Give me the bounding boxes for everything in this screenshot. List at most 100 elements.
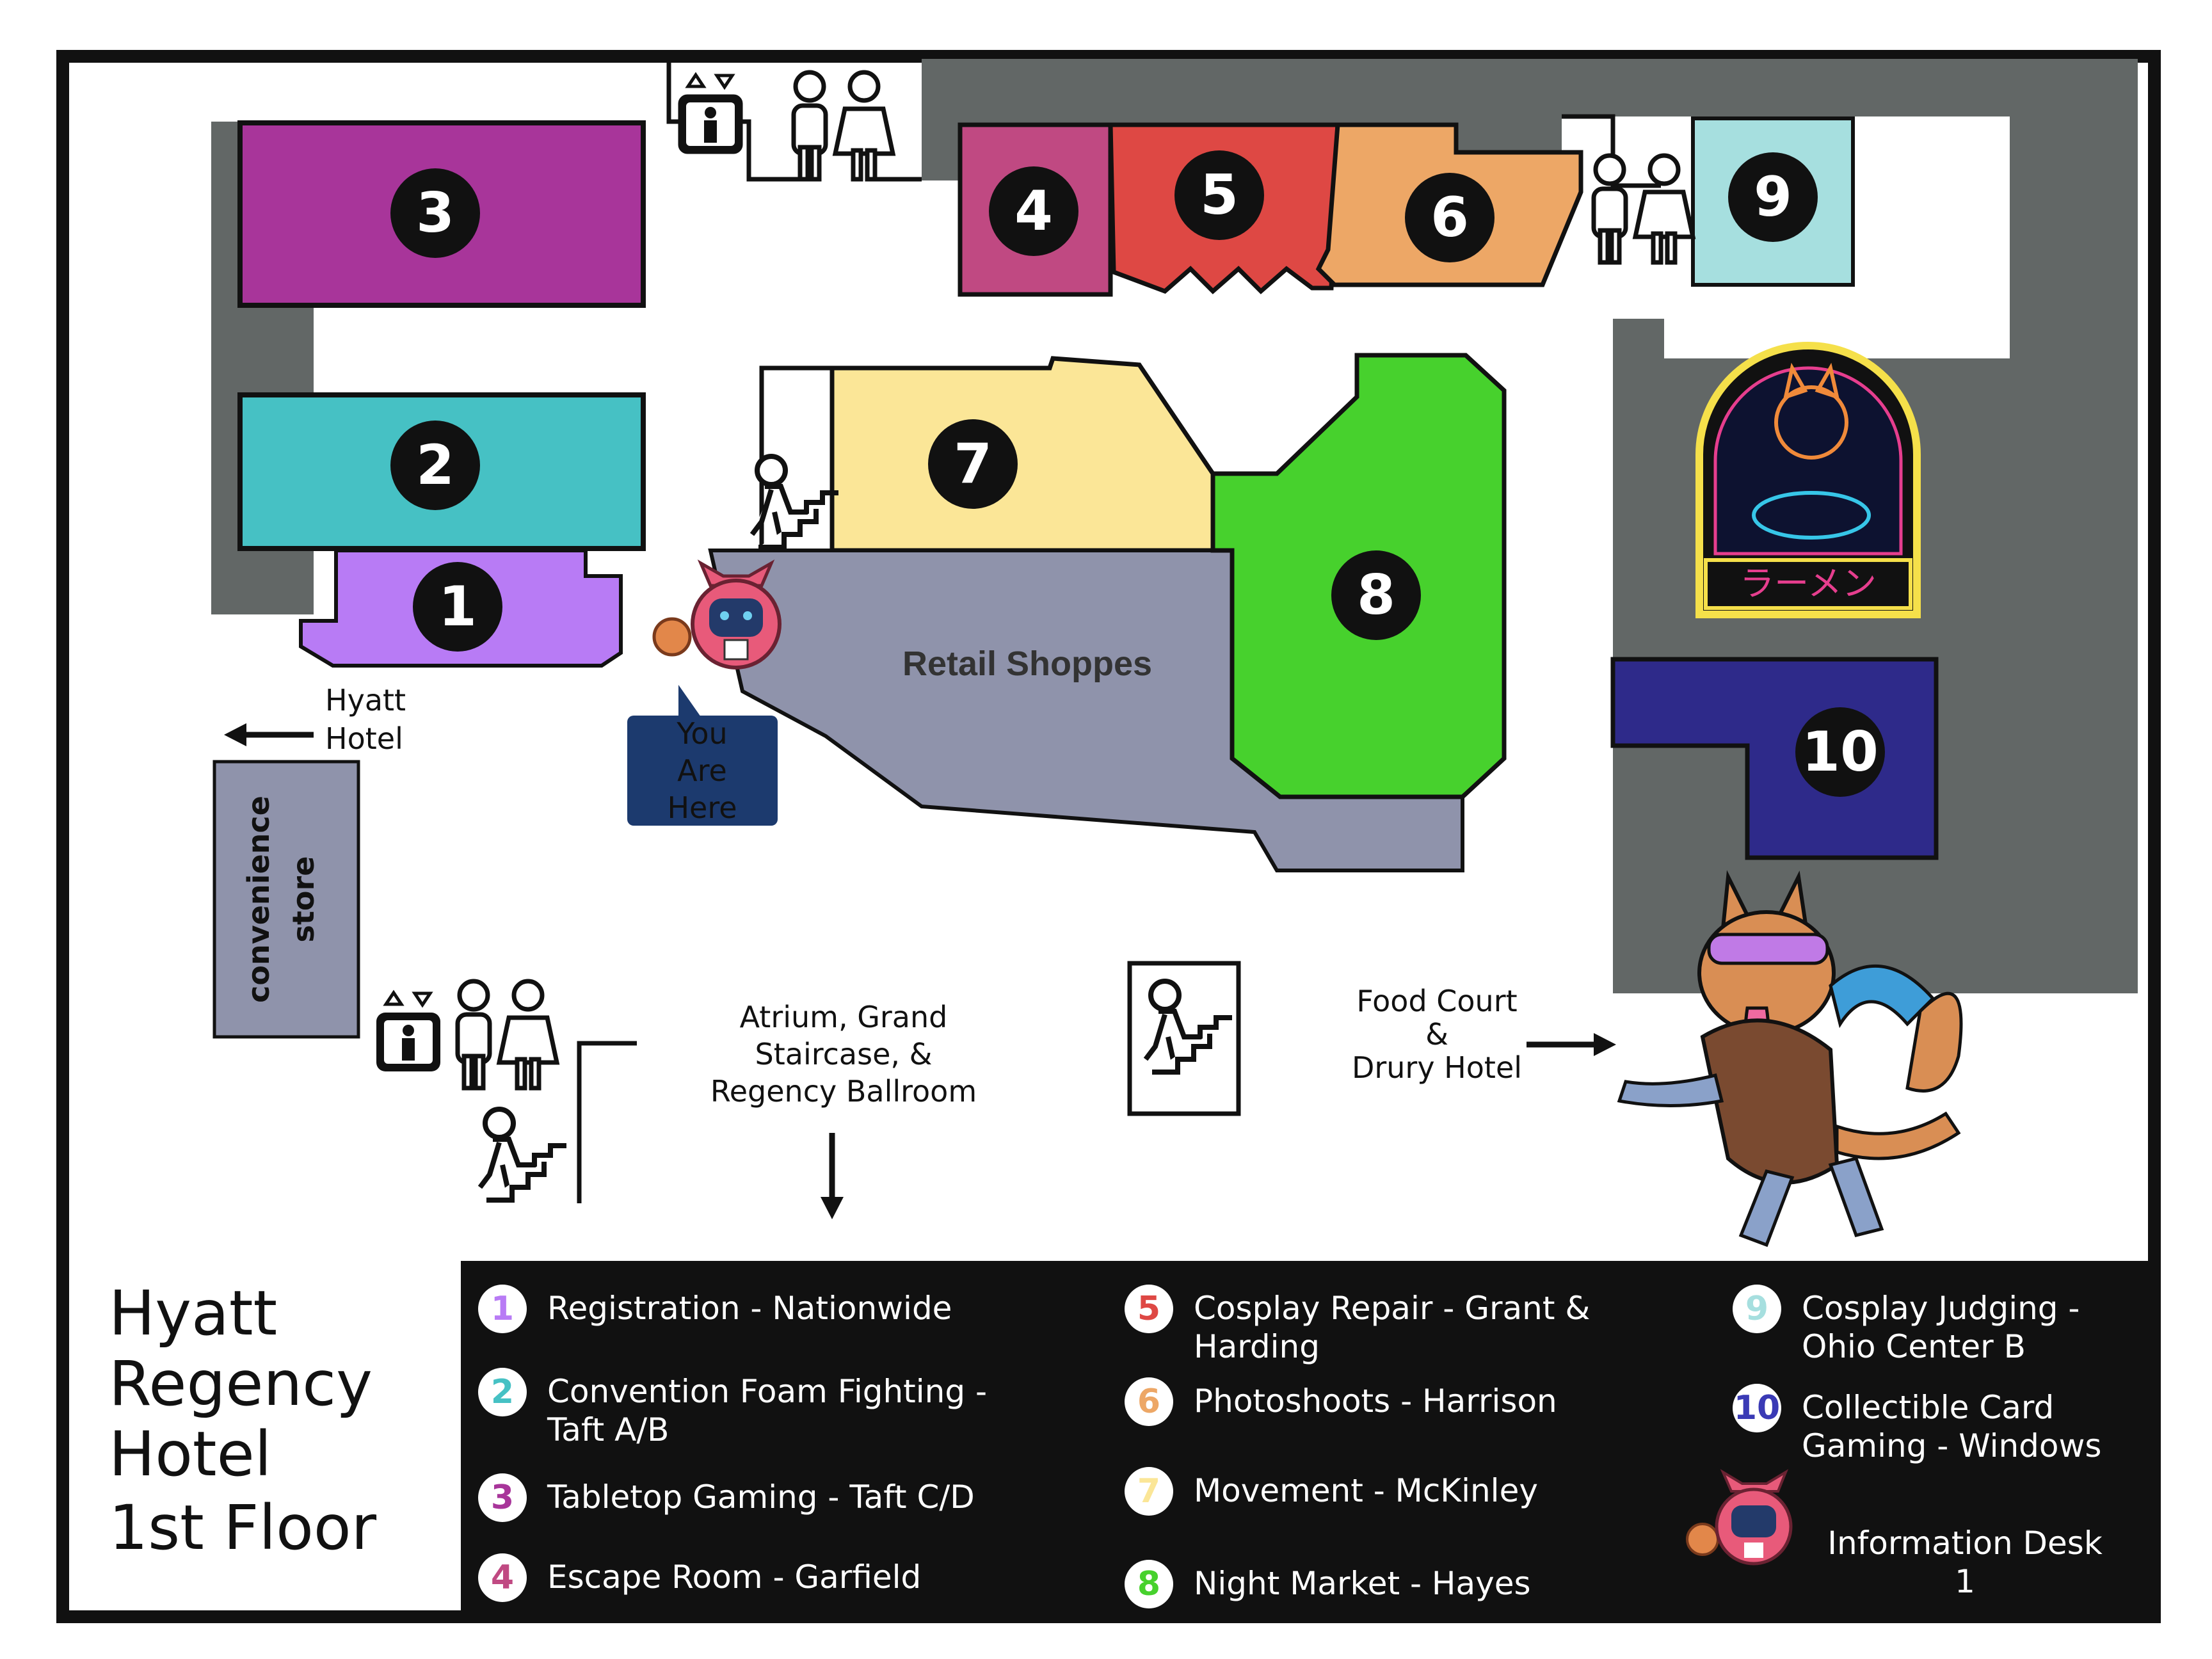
- store-label: store: [286, 856, 321, 943]
- legend-number-badge: [1125, 1467, 1173, 1516]
- legend-label: Night Market - Hayes: [1194, 1565, 1531, 1602]
- ramen-neon-sign: ラーメン: [1695, 342, 1921, 618]
- room-6-number: 6: [1431, 186, 1469, 250]
- legend-number: 6: [1137, 1382, 1160, 1421]
- arrow-right-icon: [1594, 1033, 1616, 1056]
- restroom-icon: [791, 70, 896, 182]
- you-are-here-callout: You Are Here: [627, 685, 778, 826]
- title-line-4: 1st Floor: [109, 1492, 377, 1564]
- legend-number: 4: [491, 1559, 514, 1597]
- legend-item-7: 7 Movement - McKinley: [1125, 1467, 1538, 1516]
- legend-label: Registration - Nationwide: [547, 1290, 952, 1327]
- legend-label: Cosplay Judging -: [1802, 1290, 2080, 1327]
- legend-item-1: 1 Registration - Nationwide: [478, 1285, 952, 1333]
- legend-item-3: 3 Tabletop Gaming - Taft C/D: [478, 1473, 975, 1522]
- room-7-number: 7: [954, 432, 992, 496]
- atrium-label-3: Regency Ballroom: [710, 1074, 977, 1109]
- title-line-3: Hotel: [109, 1418, 271, 1490]
- legend-item-2: 2 Convention Foam Fighting -Taft A/B: [478, 1368, 987, 1448]
- room-4-number: 4: [1014, 179, 1053, 243]
- legend-number-badge: [478, 1368, 527, 1416]
- restroom-icon: [1591, 153, 1696, 265]
- legend-item-5: 5 Cosplay Repair - Grant &Harding: [1125, 1285, 1590, 1365]
- legend-item-9: 9 Cosplay Judging -Ohio Center B: [1733, 1285, 2080, 1365]
- legend-number: 5: [1137, 1290, 1160, 1328]
- legend-number-badge: [1125, 1377, 1173, 1426]
- hyatt-hotel-direction: Hyatt Hotel: [224, 683, 406, 756]
- food-court-direction: Food Court & Drury Hotel: [1352, 984, 1616, 1085]
- you-are-here-text-3: Here: [667, 790, 737, 825]
- you-are-here-marker: [652, 559, 781, 669]
- stair-walls: [577, 59, 1661, 1203]
- shiba-mascot-illustration: [1617, 870, 1963, 1247]
- info-desk-sublabel: 1: [1955, 1563, 1975, 1600]
- legend-label: Movement - McKinley: [1194, 1472, 1538, 1509]
- atrium-label-2: Staircase, &: [755, 1037, 933, 1071]
- ramen-sign-text: ラーメン: [1740, 563, 1877, 604]
- legend-label: Collectible Card: [1802, 1389, 2054, 1426]
- atrium-label-1: Atrium, Grand: [740, 1000, 948, 1034]
- map-title: Hyatt Regency Hotel 1st Floor: [109, 1278, 377, 1564]
- legend-number-badge: [1125, 1285, 1173, 1333]
- info-desk-label: Information Desk: [1827, 1525, 2103, 1562]
- stairs-icon: [749, 454, 838, 550]
- convenience-label: convenience: [241, 796, 276, 1003]
- room-5-number: 5: [1200, 163, 1238, 227]
- legend-item-8: 8 Night Market - Hayes: [1125, 1560, 1531, 1608]
- legend-number-badge: [478, 1553, 527, 1602]
- food-court-label-2: &: [1425, 1017, 1448, 1052]
- retail-shoppes-label: Retail Shoppes: [902, 645, 1152, 683]
- convenience-store: convenience store: [212, 760, 360, 1039]
- legend-label: Cosplay Repair - Grant &: [1194, 1290, 1590, 1327]
- legend-number: 1: [491, 1290, 514, 1328]
- legend-number: 3: [491, 1479, 514, 1517]
- room-2-number: 2: [416, 433, 454, 497]
- food-court-label-3: Drury Hotel: [1352, 1050, 1522, 1085]
- room-10-number: 10: [1802, 720, 1879, 784]
- hyatt-label-1: Hyatt: [325, 683, 406, 717]
- legend-label-line2: Ohio Center B: [1802, 1328, 2026, 1365]
- room-9-number: 9: [1754, 165, 1792, 229]
- room-10[interactable]: [1610, 657, 1939, 860]
- hyatt-label-2: Hotel: [325, 721, 403, 756]
- food-court-label-1: Food Court: [1356, 984, 1517, 1018]
- legend-number-badge: [1733, 1384, 1781, 1432]
- legend-panel: 1 Registration - Nationwide 2 Convention Fo…: [461, 1261, 2154, 1617]
- legend-number: 9: [1745, 1290, 1768, 1328]
- arrow-left-icon: [224, 723, 246, 746]
- legend-label-line2: Taft A/B: [547, 1411, 669, 1448]
- legend-item-4: 4 Escape Room - Garfield: [478, 1553, 921, 1602]
- legend-label-line2: Gaming - Windows: [1802, 1427, 2101, 1464]
- legend-label: Tabletop Gaming - Taft C/D: [547, 1479, 975, 1516]
- legend-label: Escape Room - Garfield: [547, 1559, 921, 1596]
- title-line-1: Hyatt: [109, 1278, 277, 1349]
- legend-number: 8: [1137, 1565, 1160, 1603]
- room-3-number: 3: [416, 181, 454, 245]
- legend-number-badge: [478, 1473, 527, 1522]
- legend-number: 7: [1137, 1472, 1160, 1511]
- room-number-markers: 3 2 1 4 5 6 9 7 8 10: [390, 150, 1885, 797]
- legend-number: 10: [1734, 1389, 1780, 1427]
- info-desk-legend: Information Desk 1: [1686, 1469, 2103, 1600]
- room-1-number: 1: [438, 575, 477, 639]
- elevator-icon: [678, 72, 743, 154]
- stairs-icon: [477, 1107, 566, 1203]
- restroom-icon: [455, 979, 560, 1091]
- legend-item-6: 6 Photoshoots - Harrison: [1125, 1377, 1557, 1426]
- legend-label-line2: Harding: [1194, 1328, 1320, 1365]
- you-are-here-text-2: Are: [677, 753, 727, 788]
- legend-number-badge: [1733, 1285, 1781, 1333]
- title-line-2: Regency: [109, 1348, 373, 1420]
- room-7[interactable]: [830, 356, 1215, 553]
- stairs-icon: [1143, 979, 1232, 1075]
- legend-label: Photoshoots - Harrison: [1194, 1382, 1557, 1420]
- room-8-number: 8: [1357, 563, 1395, 627]
- arrow-down-icon: [821, 1197, 844, 1219]
- legend-label: Convention Foam Fighting -: [547, 1373, 987, 1410]
- atrium-direction: Atrium, Grand Staircase, & Regency Ballr…: [710, 1000, 977, 1219]
- legend-number: 2: [491, 1373, 514, 1411]
- elevator-icon: [376, 990, 440, 1071]
- legend-number-badge: [478, 1285, 527, 1333]
